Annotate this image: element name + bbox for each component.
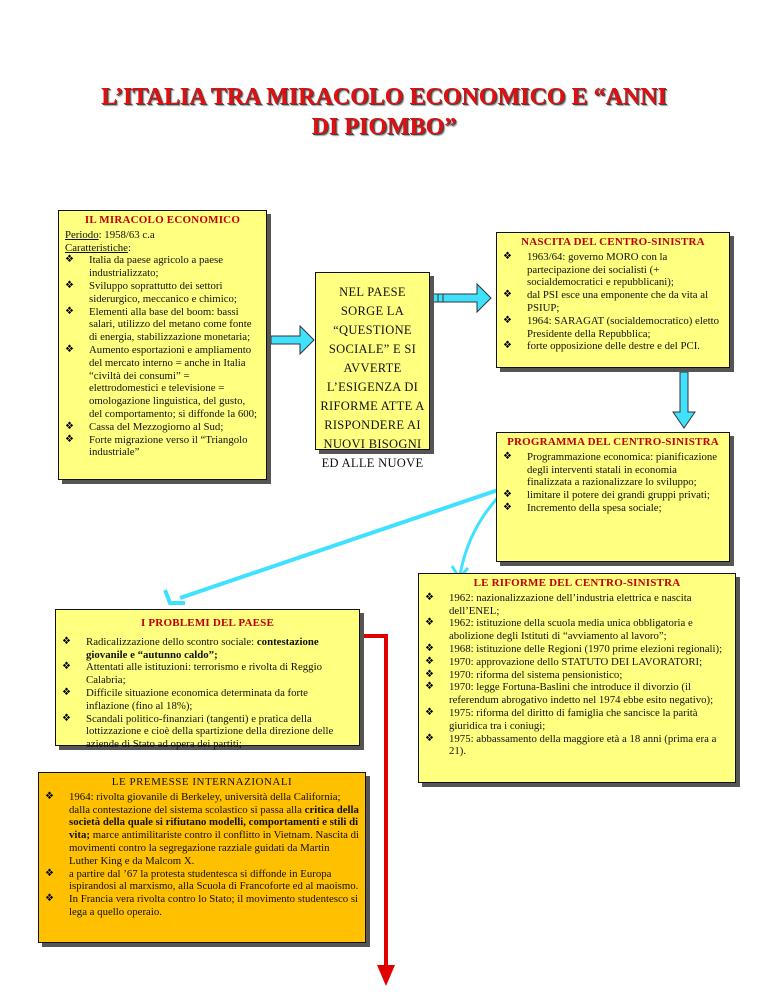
questione-sociale-box: NEL PAESE SORGE LA “QUESTIONE SOCIALE” E… <box>315 272 430 470</box>
arrow-problemi-down <box>364 634 388 965</box>
periodo-value: : 1958/63 c.a <box>98 228 155 241</box>
diamond-bullet-icon: ❖ <box>425 655 434 667</box>
list-item: ❖1970: approvazione dello STATUTO DEI LA… <box>425 655 703 668</box>
list-item: ❖Scandali politico-finanziari (tangenti)… <box>62 712 334 751</box>
list-item: ❖a partire dal ’67 la protesta studentes… <box>45 867 359 893</box>
diamond-bullet-icon: ❖ <box>65 279 74 291</box>
riforme-list: ❖1962: nazionalizzazione dell’industria … <box>425 592 729 758</box>
caratteristiche-colon: : <box>127 241 131 254</box>
diamond-bullet-icon: ❖ <box>425 706 434 718</box>
list-item: ❖Italia da paese agricolo a paese indust… <box>65 254 223 280</box>
list-item: ❖Attentati alle istituzioni: terrorismo … <box>62 661 322 687</box>
diamond-bullet-icon: ❖ <box>65 343 74 355</box>
programma-list: ❖Programmazione economica: pianificazion… <box>503 451 723 515</box>
list-item: ❖In Francia vera rivolta contro lo Stato… <box>45 893 359 918</box>
caratteristiche-line: Caratteristiche: <box>65 242 260 255</box>
list-item: ❖1968: istituzione delle Regioni (1970 p… <box>425 642 723 655</box>
list-item: ❖dal PSI esce una emponente che da vita … <box>503 289 709 314</box>
list-item: ❖Programmazione economica: pianificazion… <box>503 450 718 489</box>
arrow-nascita-to-programma <box>672 371 696 429</box>
diamond-bullet-icon: ❖ <box>425 668 434 680</box>
periodo-line: Periodo: 1958/63 c.a <box>65 229 260 242</box>
nascita-title: NASCITA DEL CENTRO-SINISTRA <box>521 236 705 248</box>
list-item: ❖1975: abbassamento della maggiore età a… <box>425 732 717 758</box>
periodo-label: Periodo <box>65 228 99 241</box>
list-item: ❖Radicalizzazione dello scontro sociale:… <box>62 635 319 661</box>
list-item: ❖Difficile situazione economica determin… <box>62 686 308 712</box>
diamond-bullet-icon: ❖ <box>503 489 512 501</box>
miracolo-list: ❖Italia da paese agricolo a paese indust… <box>65 254 260 459</box>
diamond-bullet-icon: ❖ <box>503 450 512 462</box>
list-item: ❖1962: nazionalizzazione dell’industria … <box>425 591 692 617</box>
list-item: ❖Cassa del Mezzogiorno al Sud; <box>65 420 224 433</box>
caratteristiche-label: Caratteristiche <box>65 241 128 254</box>
problemi-paese-box: I PROBLEMI DEL PAESE ❖Radicalizzazione d… <box>55 609 360 750</box>
problemi-title: I PROBLEMI DEL PAESE <box>140 617 275 629</box>
diamond-bullet-icon: ❖ <box>425 642 434 654</box>
arrow-programma-to-problemi <box>179 488 499 600</box>
programma-centro-sinistra-box: PROGRAMMA DEL CENTRO-SINISTRA ❖Programma… <box>496 432 730 562</box>
list-item: ❖Incremento della spesa sociale; <box>503 501 662 514</box>
riforme-centro-sinistra-box: LE RIFORME DEL CENTRO-SINISTRA ❖1962: na… <box>418 573 736 783</box>
riforme-title: LE RIFORME DEL CENTRO-SINISTRA <box>473 577 681 589</box>
list-item: ❖1964: rivolta giovanile di Berkeley, un… <box>45 790 359 867</box>
diamond-bullet-icon: ❖ <box>503 289 512 301</box>
list-item: ❖Aumento esportazioni e ampliamento del … <box>65 343 258 420</box>
diamond-bullet-icon: ❖ <box>425 591 434 603</box>
diamond-bullet-icon: ❖ <box>45 893 54 905</box>
diamond-bullet-icon: ❖ <box>62 635 71 647</box>
problemi-list: ❖Radicalizzazione dello scontro sociale:… <box>62 636 353 751</box>
diamond-bullet-icon: ❖ <box>45 867 54 879</box>
list-item: ❖Elementi alla base del boom: bassi sala… <box>65 305 252 344</box>
arrow-centro-to-nascita <box>432 282 492 314</box>
programma-title: PROGRAMMA DEL CENTRO-SINISTRA <box>507 436 719 448</box>
questione-sociale-text: NEL PAESE SORGE LA “QUESTIONE SOCIALE” E… <box>320 285 425 470</box>
diamond-bullet-icon: ❖ <box>62 661 71 673</box>
diamond-bullet-icon: ❖ <box>65 254 74 266</box>
list-item: ❖1963/64: governo MORO con la partecipaz… <box>503 250 674 289</box>
list-item: ❖1975: riforma del diritto di famiglia c… <box>425 706 698 732</box>
miracolo-economico-box: IL MIRACOLO ECONOMICO Periodo: 1958/63 c… <box>58 210 267 480</box>
page-title: L’ITALIA TRA MIRACOLO ECONOMICO E “ANNI … <box>40 82 728 142</box>
list-item: ❖limitare il potere dei grandi gruppi pr… <box>503 489 710 502</box>
premesse-title: LE PREMESSE INTERNAZIONALI <box>111 776 293 788</box>
premesse-list: ❖1964: rivolta giovanile di Berkeley, un… <box>45 791 359 919</box>
page-title-line2: DI PIOMBO” <box>311 114 457 140</box>
arrow-head-down <box>377 965 395 986</box>
diamond-bullet-icon: ❖ <box>503 314 512 326</box>
diamond-bullet-icon: ❖ <box>503 501 512 513</box>
diamond-bullet-icon: ❖ <box>425 617 434 629</box>
diamond-bullet-icon: ❖ <box>65 305 74 317</box>
arrow-head-problemi <box>163 589 185 605</box>
diamond-bullet-icon: ❖ <box>503 340 512 352</box>
list-item: ❖Forte migrazione verso il “Triangolo in… <box>65 433 248 459</box>
diamond-bullet-icon: ❖ <box>62 712 71 724</box>
premesse-internazionali-box: LE PREMESSE INTERNAZIONALI ❖1964: rivolt… <box>38 772 366 943</box>
diamond-bullet-icon: ❖ <box>45 790 54 802</box>
diamond-bullet-icon: ❖ <box>65 420 74 432</box>
diamond-bullet-icon: ❖ <box>425 681 434 693</box>
list-item: ❖Sviluppo soprattutto dei settori sideru… <box>65 279 237 305</box>
diamond-bullet-icon: ❖ <box>65 433 74 445</box>
list-item: ❖1964: SARAGAT (socialdemocratico) elett… <box>503 314 720 340</box>
arrow-miracolo-to-centro <box>270 324 315 356</box>
list-item: ❖1962: istituzione della scuola media un… <box>425 617 693 643</box>
diamond-bullet-icon: ❖ <box>503 250 512 262</box>
list-item: ❖1970: riforma del sistema pensionistico… <box>425 668 623 681</box>
miracolo-title: IL MIRACOLO ECONOMICO <box>84 214 241 226</box>
diamond-bullet-icon: ❖ <box>425 732 434 744</box>
diamond-bullet-icon: ❖ <box>62 686 71 698</box>
page-title-line1: L’ITALIA TRA MIRACOLO ECONOMICO E “ANNI <box>101 84 667 110</box>
list-item: ❖1970: legge Fortuna-Baslini che introdu… <box>425 681 714 707</box>
nascita-list: ❖1963/64: governo MORO con la partecipaz… <box>503 251 723 353</box>
list-item: ❖forte opposizione delle destre e del PC… <box>503 340 700 353</box>
nascita-centro-sinistra-box: NASCITA DEL CENTRO-SINISTRA ❖1963/64: go… <box>496 232 730 368</box>
